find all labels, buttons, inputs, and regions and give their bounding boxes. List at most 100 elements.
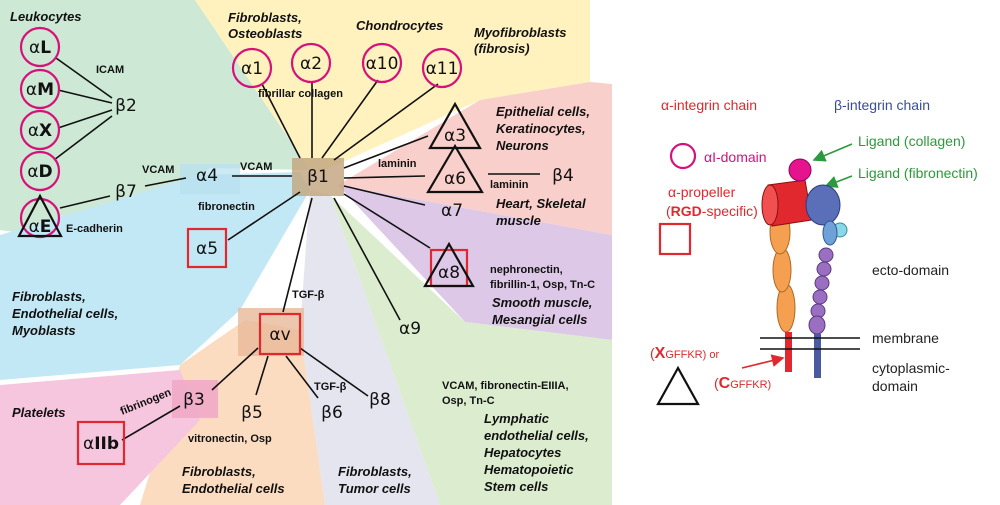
sector-fibroblasts: [195, 0, 590, 170]
line-b1-a8: [343, 193, 431, 249]
legend: α-integrin chain β-integrin chain αI-dom…: [650, 97, 978, 406]
line-b1-av: [282, 197, 313, 313]
ligand-tgfb-b6: TGF-β: [314, 381, 347, 393]
line-av-b6: [285, 355, 319, 399]
line-av-b3: [211, 347, 259, 391]
connector-lines: [53, 57, 540, 441]
circle-aL: [19, 26, 61, 68]
background-sectors: [0, 0, 612, 505]
subunit-a7: α7: [441, 201, 463, 221]
line-aIIb-b3: [121, 405, 181, 441]
sector-lymphatic: [330, 195, 612, 505]
beta-tm: [814, 334, 821, 378]
cell-epithelial: Epithelial cells,Keratinocytes,Neurons: [496, 104, 590, 153]
triangle-a6: [426, 143, 484, 194]
cell-smooth-muscle: Smooth muscle,Mesangial cells: [492, 295, 592, 327]
line-b1-a3: [343, 135, 429, 169]
subunit-a3: α3: [444, 126, 466, 146]
beta-headpiece: [805, 184, 841, 226]
ligand-fibrillar-collagen: fibrillar collagen: [258, 88, 343, 100]
beta-tail: [808, 315, 826, 335]
line-aM-b2: [57, 89, 113, 104]
beta1-highlight: [292, 158, 344, 196]
a4-highlight: [180, 164, 240, 194]
beta-chain-structure: [805, 184, 848, 378]
line-aX-b2: [57, 109, 113, 129]
legend-motif-x: (XGFFKR) or: [650, 345, 719, 362]
ligand-fibronectin-a5: fibronectin: [198, 201, 255, 213]
legend-propeller-line2: (RGD-specific): [666, 203, 758, 219]
square-aIIb: [76, 420, 126, 466]
subunit-b8: β8: [369, 390, 391, 410]
beta-egf-4: [812, 289, 828, 305]
beta-egf-3: [814, 275, 830, 291]
subunit-aD: αD: [27, 162, 52, 182]
subunit-aE: αE: [29, 217, 52, 237]
line-a1-b1: [261, 83, 301, 159]
subunit-aIIb: αIIb: [83, 434, 119, 454]
sector-tumor: [300, 190, 440, 505]
line-av-b8: [299, 347, 369, 397]
legend-triangle-icon: [656, 365, 700, 406]
b3-highlight: [172, 380, 218, 418]
subunit-a5: α5: [196, 239, 218, 259]
line-b1-a7: [343, 185, 426, 206]
ligand-ecadherin: E-cadherin: [66, 223, 123, 235]
line-b1-a6: [343, 175, 426, 179]
line-a11-b1: [333, 83, 439, 161]
line-b7-a4: [144, 177, 187, 187]
av-highlight: [238, 308, 304, 356]
subunit-aM: αM: [26, 80, 54, 100]
line-a10-b1: [321, 79, 379, 159]
cell-myofibroblasts: Myofibroblasts(fibrosis): [474, 25, 566, 56]
arrow-ligand-collagen: [812, 143, 853, 162]
sector-leukocytes: [0, 0, 310, 240]
sector-smooth-muscle: [338, 185, 612, 340]
subunit-av: αv: [269, 325, 290, 345]
subunit-a11: α11: [426, 59, 459, 79]
square-a5: [186, 227, 228, 269]
alpha-chain-structure: [761, 158, 813, 372]
subunit-b5: β5: [241, 403, 263, 423]
arrow-motif: [741, 354, 785, 369]
line-av-b5: [255, 355, 269, 396]
circle-aD: [19, 150, 61, 192]
line-b1-a9: [333, 197, 401, 321]
subunit-labels: αL αM αX αD αE β2 β7 α4 β1 α1 α2 α10 α11…: [26, 38, 574, 454]
alpha-propeller-face: [761, 184, 779, 226]
cell-endothelial: Fibroblasts,Endothelial cells,Myoblasts: [12, 289, 118, 338]
legend-propeller-icon: [658, 222, 692, 256]
ligand-nephronectin: nephronectin,fibrillin-1, Osp, Tn-C: [490, 264, 595, 291]
line-aL-b2: [55, 57, 113, 99]
subunit-a8: α8: [438, 263, 460, 283]
triangle-aE: [17, 193, 63, 238]
subunit-b3: β3: [183, 390, 205, 410]
subunit-a2: α2: [300, 54, 322, 74]
beta-egf-2: [816, 261, 832, 277]
square-av: [258, 312, 302, 356]
legend-cytoplasmic: cytoplasmic-domain: [872, 360, 950, 394]
legend-beta-chain: β-integrin chain: [834, 97, 930, 113]
alpha-leg-2: [772, 247, 792, 293]
circle-aX: [19, 109, 61, 151]
circle-aM: [19, 68, 61, 110]
subunit-b6: β6: [321, 403, 343, 423]
cell-leukocytes: Leukocytes: [10, 9, 82, 24]
ligand-tgfb-av: TGF-β: [292, 289, 325, 301]
legend-ecto-domain: ecto-domain: [872, 262, 949, 278]
alpha-tm: [785, 332, 792, 372]
subunit-a9: α9: [399, 319, 421, 339]
beta-psi: [822, 220, 838, 246]
legend-ligand-collagen: Ligand (collagen): [858, 133, 965, 149]
ligand-vcam-b7: VCAM: [142, 164, 174, 176]
circle-a11: [421, 47, 463, 89]
subunit-b2: β2: [115, 96, 137, 116]
ligand-laminin-b4: laminin: [490, 179, 529, 191]
subunit-aL: αL: [29, 38, 51, 58]
circle-a2: [290, 42, 332, 84]
legend-motif-c: (CGFFKR): [714, 375, 771, 392]
subunit-a10: α10: [366, 54, 399, 74]
legend-ligand-fibronectin: Ligand (fibronectin): [858, 165, 978, 181]
